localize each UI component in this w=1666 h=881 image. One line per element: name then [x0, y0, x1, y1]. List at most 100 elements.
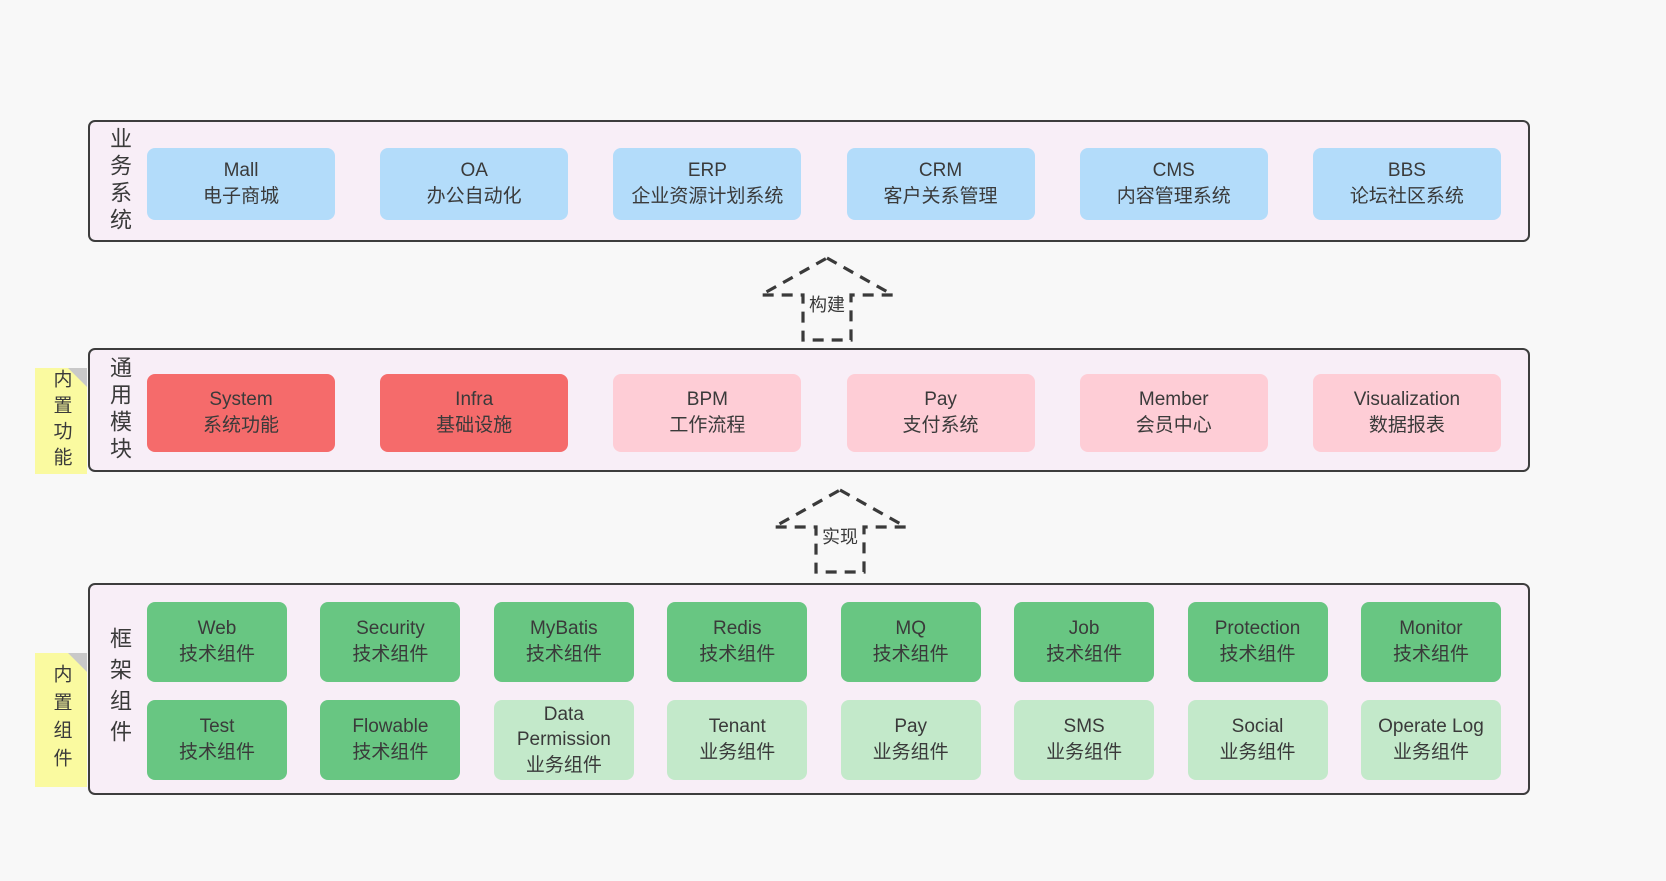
box-name: CRM	[918, 160, 963, 182]
box-redis: Redis 技术组件	[667, 602, 808, 682]
box-sms: SMS 业务组件	[1014, 700, 1155, 780]
box-desc: 技术组件	[699, 644, 776, 665]
box-name: Flowable	[352, 716, 429, 738]
box-system: System 系统功能	[147, 374, 335, 452]
box-name: SMS	[1063, 716, 1105, 738]
section-business-systems: 业务系统 Mall 电子商城 OA 办公自动化 ERP 企业资源计划系统 CRM…	[88, 120, 1530, 242]
box-name: Visualization	[1353, 389, 1461, 411]
box-desc: 技术组件	[178, 644, 255, 665]
box-name: OA	[460, 160, 488, 182]
box-desc: 业务组件	[1046, 742, 1123, 763]
section-framework-components: 框架组件 Web 技术组件 Security 技术组件 MyBatis 技术组件…	[88, 583, 1530, 795]
box-name: MyBatis	[530, 618, 598, 640]
section-common-label: 通用模块	[107, 356, 132, 464]
box-infra: Infra 基础设施	[380, 374, 569, 452]
box-name: Pay	[894, 716, 928, 738]
section-business-label: 业务系统	[107, 127, 132, 235]
box-desc: 内容管理系统	[1116, 186, 1231, 207]
box-desc: 技术组件	[352, 742, 429, 763]
box-name: Redis	[712, 618, 762, 640]
box-name: BBS	[1387, 160, 1426, 182]
box-tenant: Tenant 业务组件	[667, 700, 808, 780]
box-name: Job	[1068, 618, 1100, 640]
box-operate-log: Operate Log 业务组件	[1360, 700, 1501, 780]
framework-box-row-1: Web 技术组件 Security 技术组件 MyBatis 技术组件 Redi…	[147, 602, 1501, 682]
sticky-note-built-in-features: 内置功能	[35, 368, 87, 474]
box-name: ERP	[687, 160, 727, 182]
box-desc: 业务组件	[699, 742, 776, 763]
box-name: Protection	[1214, 618, 1301, 640]
folded-corner-icon	[68, 368, 87, 387]
box-desc: 支付系统	[902, 415, 979, 436]
box-oa: OA 办公自动化	[380, 148, 569, 220]
box-social: Social 业务组件	[1187, 700, 1328, 780]
box-mybatis: MyBatis 技术组件	[493, 602, 634, 682]
box-name: Monitor	[1399, 618, 1463, 640]
common-box-row: System 系统功能 Infra 基础设施 BPM 工作流程 Pay 支付系统…	[147, 374, 1501, 452]
box-name: Mall	[223, 160, 259, 182]
box-visualization: Visualization 数据报表	[1312, 374, 1501, 452]
box-desc: 办公自动化	[426, 186, 522, 207]
box-name: Social	[1231, 716, 1284, 738]
business-box-row: Mall 电子商城 OA 办公自动化 ERP 企业资源计划系统 CRM 客户关系…	[147, 148, 1501, 220]
section-framework-label: 框架组件	[107, 627, 132, 751]
box-desc: 系统功能	[202, 415, 279, 436]
box-erp: ERP 企业资源计划系统	[613, 148, 802, 220]
box-desc: 客户关系管理	[883, 186, 998, 207]
box-desc: 技术组件	[352, 644, 429, 665]
box-desc: 会员中心	[1135, 415, 1212, 436]
box-desc: 电子商城	[202, 186, 279, 207]
sticky-note-built-in-components: 内置组件	[35, 653, 87, 787]
box-bbs: BBS 论坛社区系统	[1312, 148, 1501, 220]
box-name: CMS	[1152, 160, 1195, 182]
box-test: Test 技术组件	[147, 700, 287, 780]
box-name: Tenant	[708, 716, 766, 738]
box-pay: Pay 支付系统	[846, 374, 1035, 452]
box-desc: 论坛社区系统	[1349, 186, 1464, 207]
arrow-build-label: 构建	[806, 291, 848, 317]
box-desc: 企业资源计划系统	[631, 186, 784, 207]
arrow-implement: 实现	[770, 487, 910, 575]
block-arrow-up-icon	[757, 256, 897, 342]
box-desc: 技术组件	[1046, 644, 1123, 665]
block-arrow-up-icon	[770, 488, 910, 574]
sticky-note-text: 内置组件	[50, 664, 72, 776]
box-name: Data Permission	[516, 703, 611, 751]
box-flowable: Flowable 技术组件	[320, 700, 461, 780]
box-desc: 技术组件	[1392, 644, 1469, 665]
box-mall: Mall 电子商城	[147, 148, 335, 220]
section-common-modules: 通用模块 System 系统功能 Infra 基础设施 BPM 工作流程 Pay…	[88, 348, 1530, 472]
box-crm: CRM 客户关系管理	[846, 148, 1035, 220]
box-member: Member 会员中心	[1079, 374, 1268, 452]
sticky-note-text: 内置功能	[50, 369, 72, 473]
box-desc: 基础设施	[436, 415, 513, 436]
framework-box-row-2: Test 技术组件 Flowable 技术组件 Data Permission …	[147, 700, 1501, 780]
folded-corner-icon	[68, 653, 87, 672]
box-desc: 技术组件	[525, 644, 602, 665]
box-desc: 技术组件	[178, 742, 255, 763]
box-name: Pay	[924, 389, 957, 411]
box-security: Security 技术组件	[320, 602, 461, 682]
arrow-build: 构建	[757, 255, 897, 343]
box-name: Member	[1138, 389, 1209, 411]
box-name: MQ	[895, 618, 926, 640]
box-desc: 业务组件	[872, 742, 949, 763]
box-name: Infra	[455, 389, 494, 411]
box-job: Job 技术组件	[1014, 602, 1155, 682]
box-monitor: Monitor 技术组件	[1360, 602, 1501, 682]
box-data-permission: Data Permission 业务组件	[493, 700, 634, 780]
box-desc: 数据报表	[1368, 415, 1445, 436]
box-desc: 技术组件	[1219, 644, 1296, 665]
box-pay: Pay 业务组件	[840, 700, 981, 780]
box-bpm: BPM 工作流程	[613, 374, 802, 452]
box-desc: 工作流程	[669, 415, 746, 436]
box-name: Security	[356, 618, 425, 640]
box-desc: 技术组件	[872, 644, 949, 665]
box-name: Test	[199, 716, 235, 738]
box-name: Operate Log	[1378, 716, 1484, 738]
box-desc: 业务组件	[1219, 742, 1296, 763]
box-desc: 业务组件	[525, 754, 602, 776]
box-name: Web	[197, 618, 237, 640]
box-mq: MQ 技术组件	[840, 602, 981, 682]
